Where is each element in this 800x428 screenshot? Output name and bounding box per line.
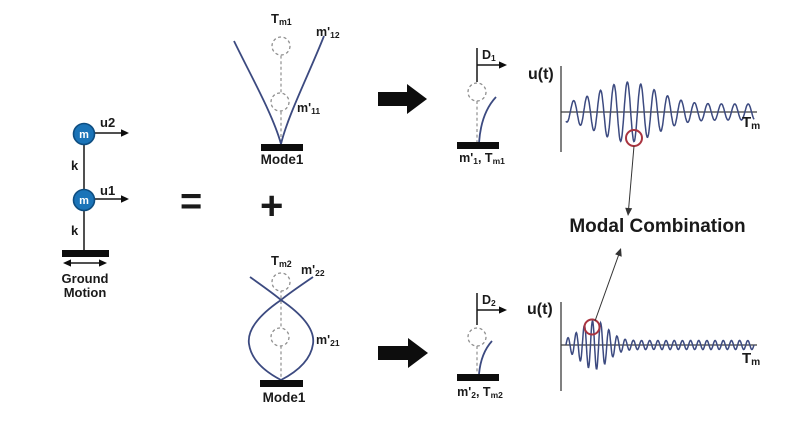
modal-combination-title: Modal Combination [569,216,746,237]
mode2-mass22-label: m'22 [301,263,325,278]
mass-top-label: m [79,129,89,141]
flow-arrow-bottom-icon [378,338,428,368]
chart-mode1-response [560,66,757,152]
ground-bar-mode1 [261,144,303,151]
connector-bottom-arrow-icon [615,248,622,257]
sdof2-deflection-curve [478,340,493,375]
chart1-peak-marker [625,129,643,147]
d2-label: D2 [482,293,496,308]
ground-motion-arrow-left-icon [63,259,71,267]
sdof2-caption: m'2, Tm2 [457,385,503,400]
mode1-period-label: Tm1 [271,11,292,27]
chart2-ylabel: u(t) [527,301,553,318]
stiffness-upper-label: k [71,158,79,173]
stiffness-lower-label: k [71,223,79,238]
u2-label: u2 [100,115,116,130]
connector-top-line [628,145,635,210]
d1-arrow-icon [499,61,507,69]
mode1-mass12-label: m'12 [316,25,340,40]
mode1-curve-right [280,35,325,145]
mode2-shape [247,272,315,387]
ground-bar-mode2 [260,380,303,387]
sdof2-sketch [457,293,507,381]
sdof1-sketch [457,48,507,149]
d2-arrow-icon [499,306,507,314]
connector-bottom-line [594,253,620,322]
ground-bar-sdof2 [457,374,499,381]
u2-arrow-icon [121,129,129,137]
mode1-mass11-label: m'11 [297,101,321,116]
equals-operator: = [180,181,203,223]
flow-arrow-top-icon [378,84,427,114]
mode2-curve-b [247,276,314,381]
mode2-curve-a [249,276,315,381]
mode1-curve-left [233,40,282,145]
ground-motion-arrow-right-icon [99,259,107,267]
chart-mode2-response [560,302,757,391]
chart1-xlabel: Tm [742,114,761,133]
chart2-peak-marker [583,318,601,336]
mode2-node-top [271,272,291,292]
two-dof-model: m m [62,122,129,267]
sdof1-node [467,82,487,102]
mass-bottom [72,188,96,212]
mass-bottom-label: m [79,195,89,207]
mode2-node-bottom [270,327,290,347]
plus-operator: + [260,184,284,228]
sdof1-caption: m'1, Tm1 [459,151,505,166]
mode1-shape [233,35,325,151]
mode1-caption: Mode1 [260,152,304,167]
annotation-connectors [594,145,635,322]
chart1-ylabel: u(t) [528,66,554,83]
mass-top [72,122,96,146]
chart1-waveform [565,81,755,143]
mode2-period-label: Tm2 [271,253,292,269]
mode1-node-top [271,36,291,56]
mode2-mass21-label: m'21 [316,333,340,348]
u1-arrow-icon [121,195,129,203]
sdof1-deflection-curve [478,96,497,144]
d1-label: D1 [482,48,496,63]
ground-bar-sdof1 [457,142,499,149]
u1-label: u1 [100,183,116,198]
mode1-node-bottom [270,92,290,112]
mode2-caption: Mode1 [262,390,306,405]
ground-bar-model [62,250,109,257]
ground-motion-caption: Ground Motion [61,271,109,300]
chart2-waveform [565,318,755,370]
chart2-xlabel: Tm [742,350,761,369]
connector-top-arrow-icon [625,207,633,216]
sdof2-node [467,327,487,347]
